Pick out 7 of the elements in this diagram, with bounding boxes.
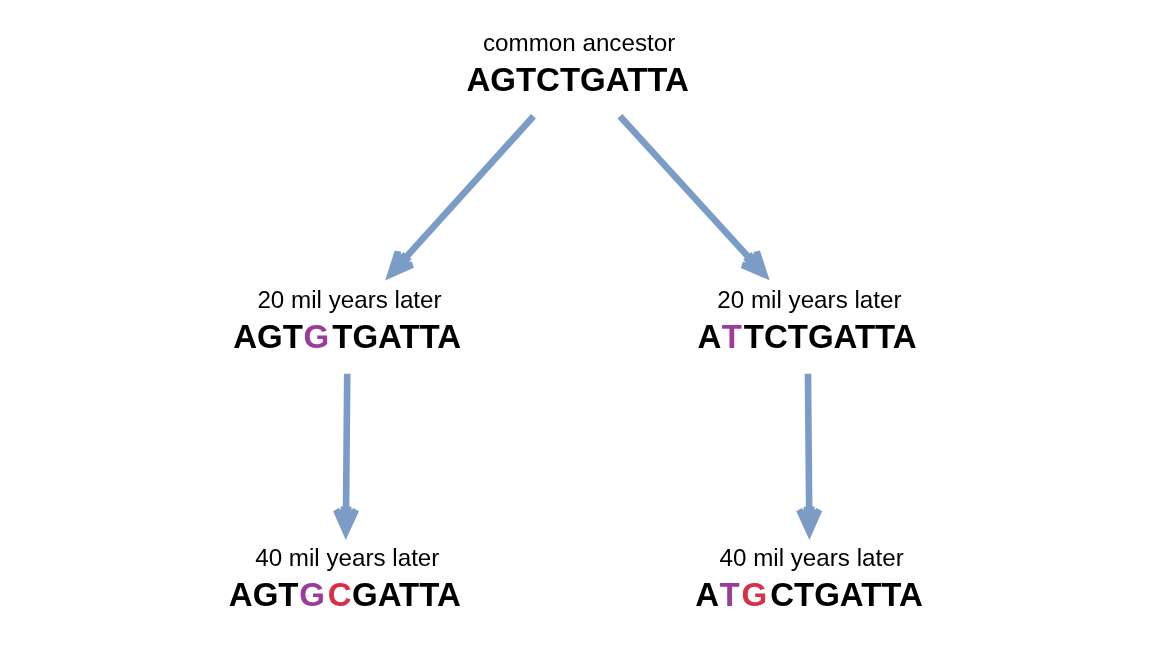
node-text: 20 mil years later ATTCTGATTA	[697, 286, 917, 356]
node-text: 20 mil years later AGTGTGATTA	[232, 286, 461, 356]
arrow	[617, 114, 768, 278]
node-text: common ancestor AGTCTGATTA	[465, 28, 689, 98]
node-text: 40 mil years later AGTGCGATTA	[228, 543, 461, 613]
arrow	[386, 114, 536, 278]
node-text: 40 mil years later ATGCTGATTA	[694, 543, 923, 613]
